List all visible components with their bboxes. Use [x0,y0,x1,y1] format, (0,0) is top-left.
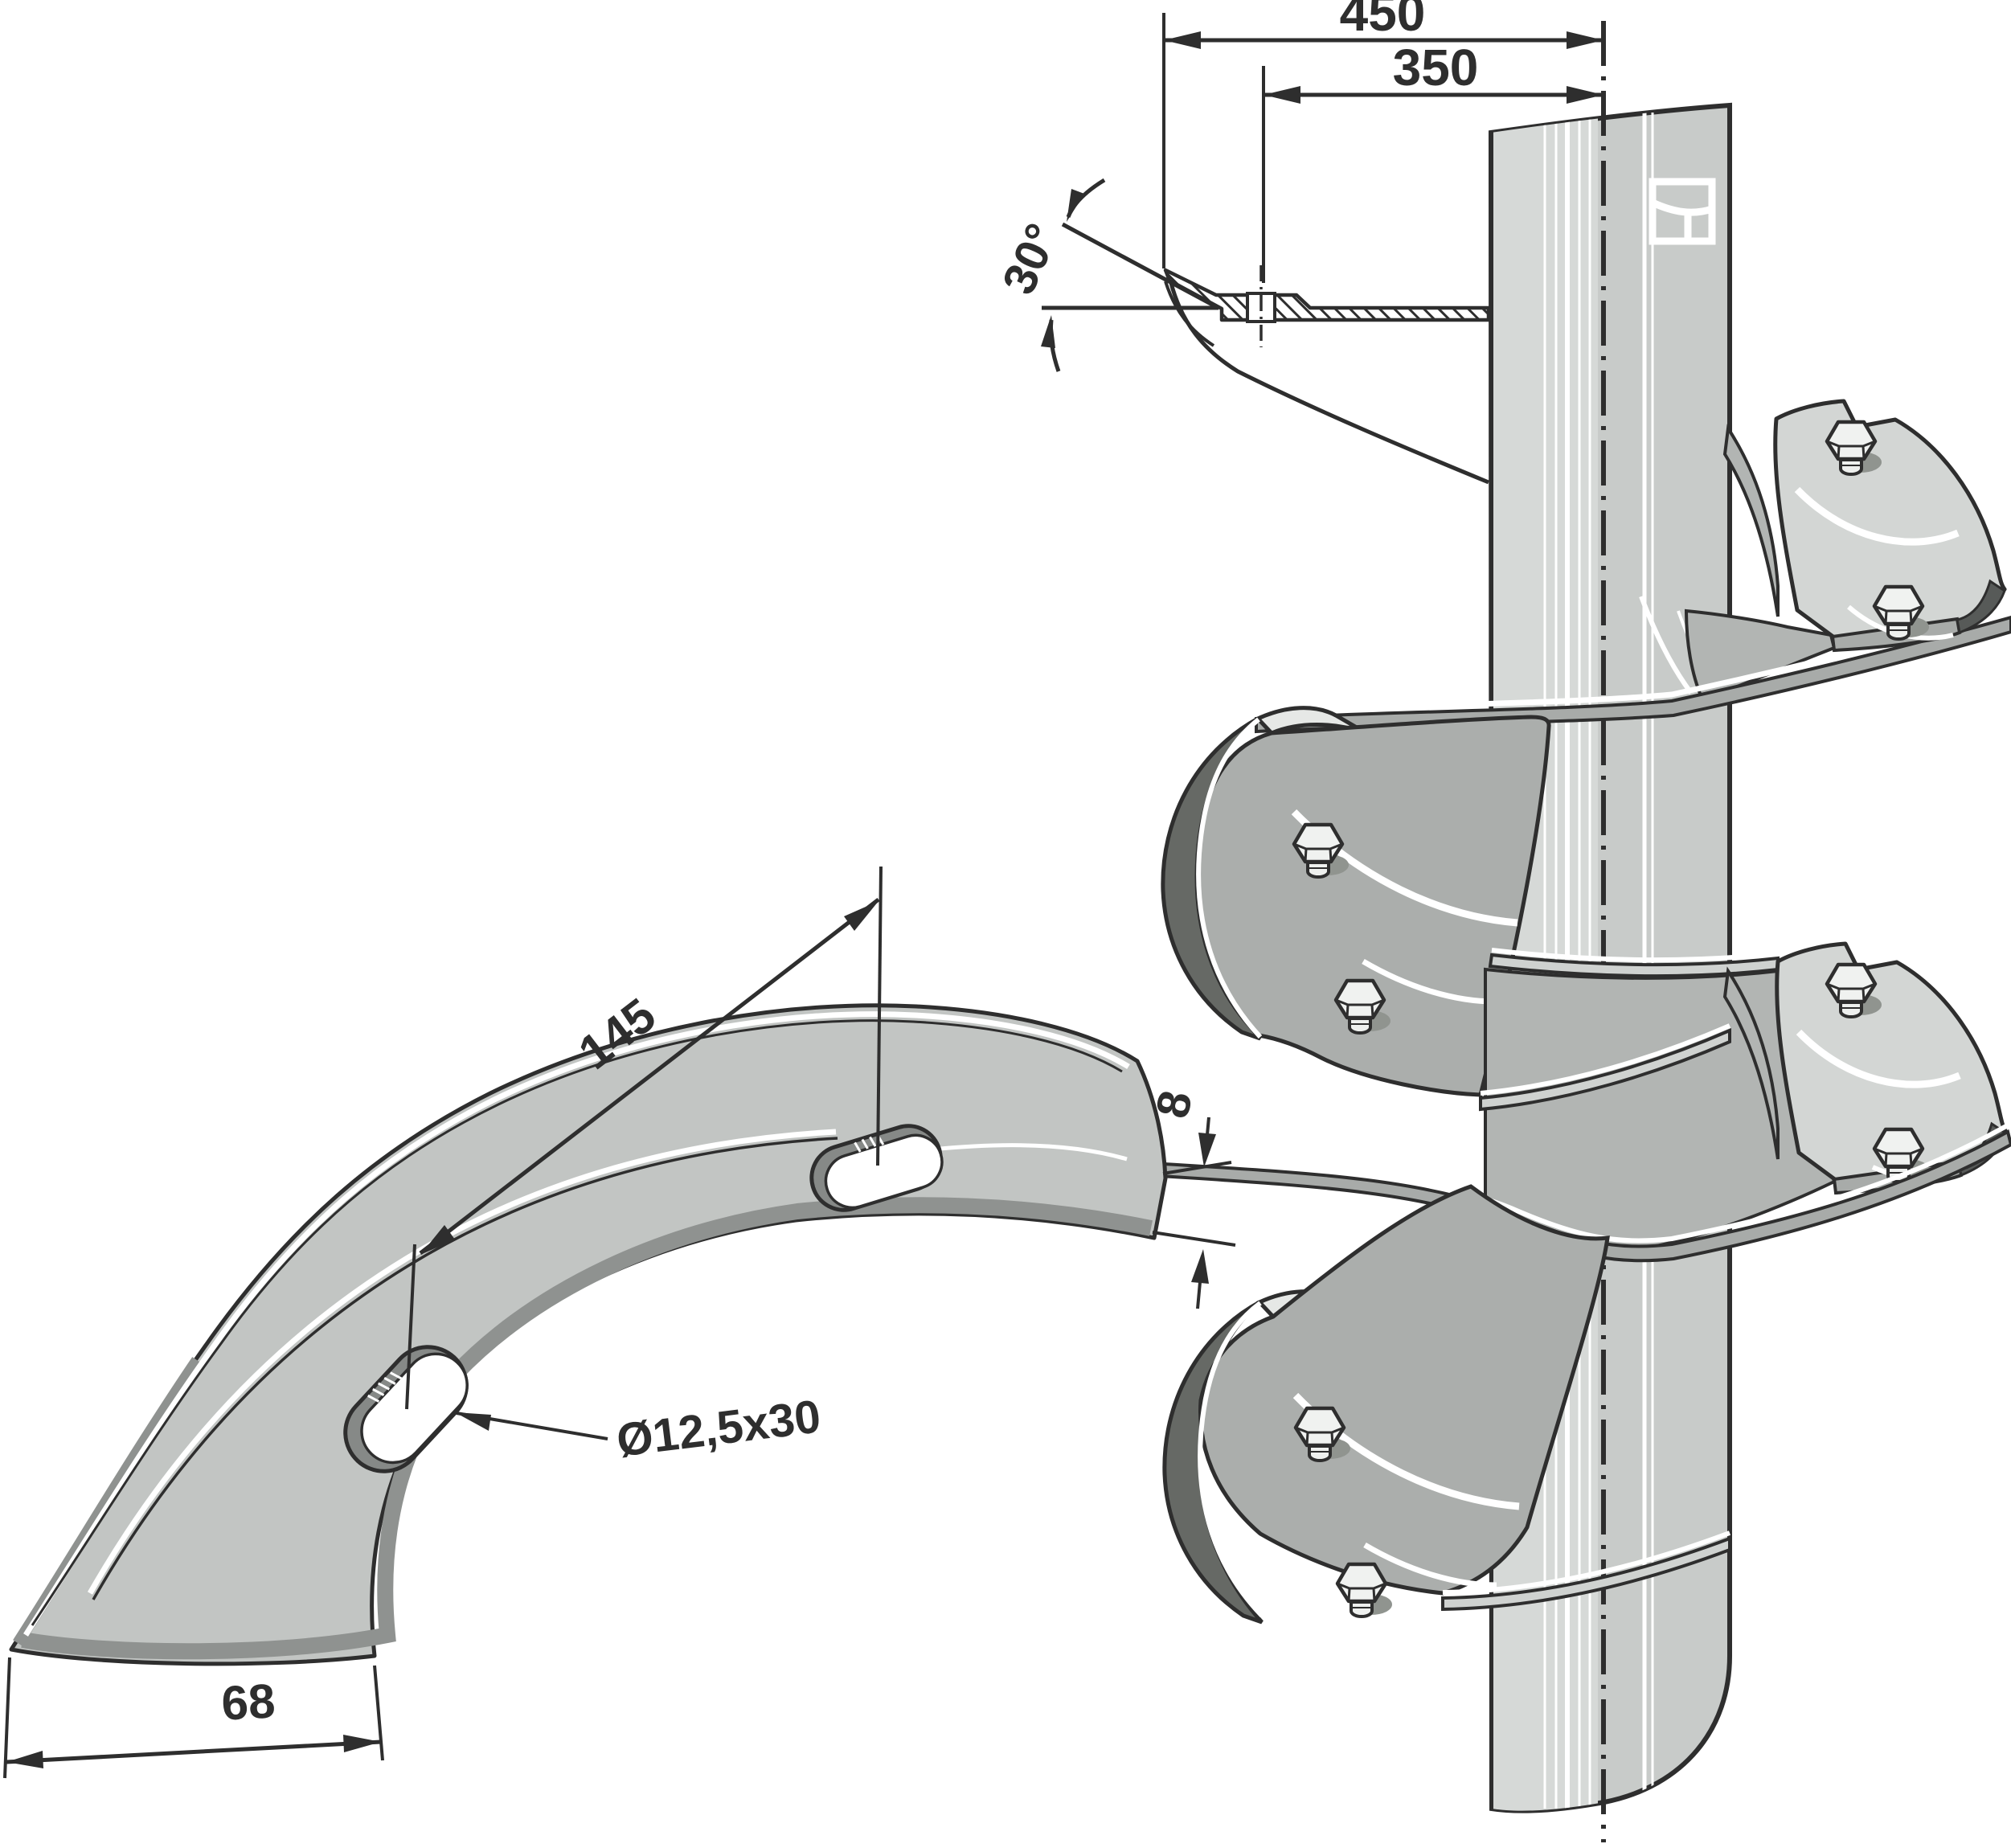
flight-scoop-middle [1161,706,1551,1097]
blade-segment: 145 Ø12,5x30 8 68 [3,866,1236,1779]
scoop-inner-face [1198,1184,1610,1596]
dimension-350-label: 350 [1393,39,1479,96]
blade-inner-bevel [21,1197,1153,1660]
flight-cross-section [1163,268,1491,322]
flight-section-view: 30° [993,178,1491,485]
angle-dimension-label: 30° [993,216,1069,302]
flight-sliver-top [1722,424,1780,617]
dimension-350: 350 [1262,39,1603,283]
dimension-145: 145 [405,866,883,1410]
dimension-end-width-label: 68 [220,1674,276,1730]
manufacturer-logo [1649,178,1716,245]
slot-upper [809,1124,944,1212]
auger-assembly: 30° 450 350 [993,0,2011,1842]
flight-underside-silhouette [1171,283,1489,482]
dimension-450: 450 [1162,0,1603,268]
blade-face [9,1003,1168,1666]
bolted-plate-top-right [1773,399,2007,653]
angle-flank-line [1061,222,1217,309]
dimension-end-width: 68 [3,1657,384,1779]
scoop-bottom-lower-rim [1441,1536,1731,1612]
flight-scoop-bottom [1162,1184,1610,1625]
slot-lower [343,1345,469,1473]
scoop-middle-lower-rim [1479,1027,1731,1112]
flight-sliver-middle [1722,966,1780,1160]
dimension-slot-size: Ø12,5x30 [455,1390,823,1467]
dimension-slot-size-label: Ø12,5x30 [614,1390,824,1467]
dimension-450-label: 450 [1340,0,1426,42]
